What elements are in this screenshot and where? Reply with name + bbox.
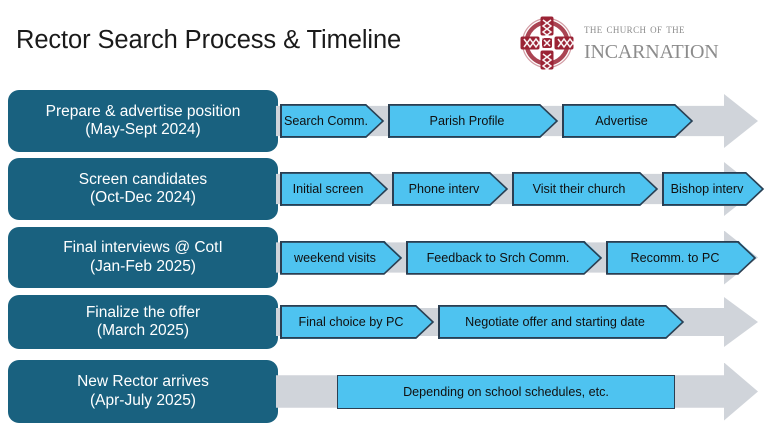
timeline-row: Prepare & advertise position(May-Sept 20… [0,90,768,152]
process-step-label: Search Comm. [284,114,368,128]
process-step-label: weekend visits [294,250,376,265]
page-title: Rector Search Process & Timeline [16,26,402,54]
process-step-arrow[interactable]: Bishop interv [662,172,764,206]
process-step-arrow[interactable]: Phone interv [392,172,508,206]
process-step-arrow[interactable]: Final choice by PC [280,305,434,339]
process-step-label: Final choice by PC [298,315,404,329]
stage-period: (March 2025) [96,322,190,339]
process-step-label: Bishop interv [670,182,744,196]
process-step-label: Depending on school schedules, etc. [403,384,609,399]
process-step-fill: Feedback to Srch Comm. [406,241,602,275]
process-step-fill: Initial screen [280,172,388,206]
stage-period: (Jan-Feb 2025) [90,257,196,275]
process-step-label: Negotiate offer and starting date [465,315,645,329]
stage-label[interactable]: Screen candidates(Oct-Dec 2024) [8,158,278,220]
stage-label[interactable]: Prepare & advertise position(May-Sept 20… [8,90,278,152]
stage-name: Final interviews @ CotI [63,239,223,257]
celtic-cross-icon [516,12,578,74]
logo-line-2: Incarnation [584,34,719,66]
process-step-label: Parish Profile [429,114,505,128]
logo-line-1: The Church of the [584,20,685,36]
stage-period: (Apr-July 2025) [90,391,196,409]
process-step-fill: Search Comm. [280,104,384,138]
timeline-row: Final interviews @ CotI(Jan-Feb 2025)wee… [0,227,768,288]
stage-label[interactable]: Finalize the offer(March 2025) [8,295,278,349]
stage-name: New Rector arrives [77,373,209,391]
church-logo: The Church of the Incarnation [516,12,762,74]
logo-wordmark: The Church of the Incarnation [584,20,719,66]
timeline-row: Finalize the offer(March 2025)Final choi… [0,295,768,349]
process-step-fill: Parish Profile [388,104,558,138]
stage-period: (May-Sept 2024) [85,121,201,138]
process-step-fill: Visit their church [512,172,658,206]
timeline-row: Screen candidates(Oct-Dec 2024)Initial s… [0,158,768,220]
process-step-arrow[interactable]: Search Comm. [280,104,384,138]
process-step-group: weekend visits Feedback to Srch Comm. Reco… [280,241,756,275]
timeline-row: New Rector arrives(Apr-July 2025) Dependi… [0,360,768,423]
process-step-arrow[interactable]: weekend visits [280,241,402,275]
process-step-fill: Advertise [562,104,693,138]
process-step-label: Phone interv [408,182,480,196]
process-step-group: Search Comm. Parish Profile Advertise [280,104,693,138]
process-step-label: Advertise [595,114,648,128]
process-step-arrow[interactable]: Initial screen [280,172,388,206]
process-step-arrow[interactable]: Recomm. to PC [606,241,756,275]
stage-label[interactable]: Final interviews @ CotI(Jan-Feb 2025) [8,227,278,288]
process-step-fill: Negotiate offer and starting date [438,305,684,339]
stage-name: Finalize the offer [85,303,201,321]
process-step-box[interactable]: Depending on school schedules, etc. [337,374,675,409]
stage-name: Prepare & advertise position [45,102,241,120]
stage-name: Screen candidates [78,170,208,188]
process-step-label: Feedback to Srch Comm. [426,250,570,265]
process-step-label: Initial screen [292,182,364,196]
process-step-fill: Phone interv [392,172,508,206]
process-step-arrow[interactable]: Negotiate offer and starting date [438,305,684,339]
process-step-fill: Final choice by PC [280,305,434,339]
process-step-label: Visit their church [532,182,626,196]
process-step-fill: weekend visits [280,241,402,275]
process-step-arrow[interactable]: Advertise [562,104,693,138]
process-step-fill: Recomm. to PC [606,241,756,275]
process-step-group: Initial screen Phone interv Visit their ch… [280,172,764,206]
stage-label[interactable]: New Rector arrives(Apr-July 2025) [8,360,278,423]
process-step-arrow[interactable]: Parish Profile [388,104,558,138]
process-step-group: Final choice by PC Negotiate offer and st… [280,305,684,339]
process-step-arrow[interactable]: Feedback to Srch Comm. [406,241,602,275]
stage-period: (Oct-Dec 2024) [90,189,196,206]
process-step-label: Recomm. to PC [630,250,720,265]
process-step-fill: Bishop interv [662,172,764,206]
process-step-arrow[interactable]: Visit their church [512,172,658,206]
